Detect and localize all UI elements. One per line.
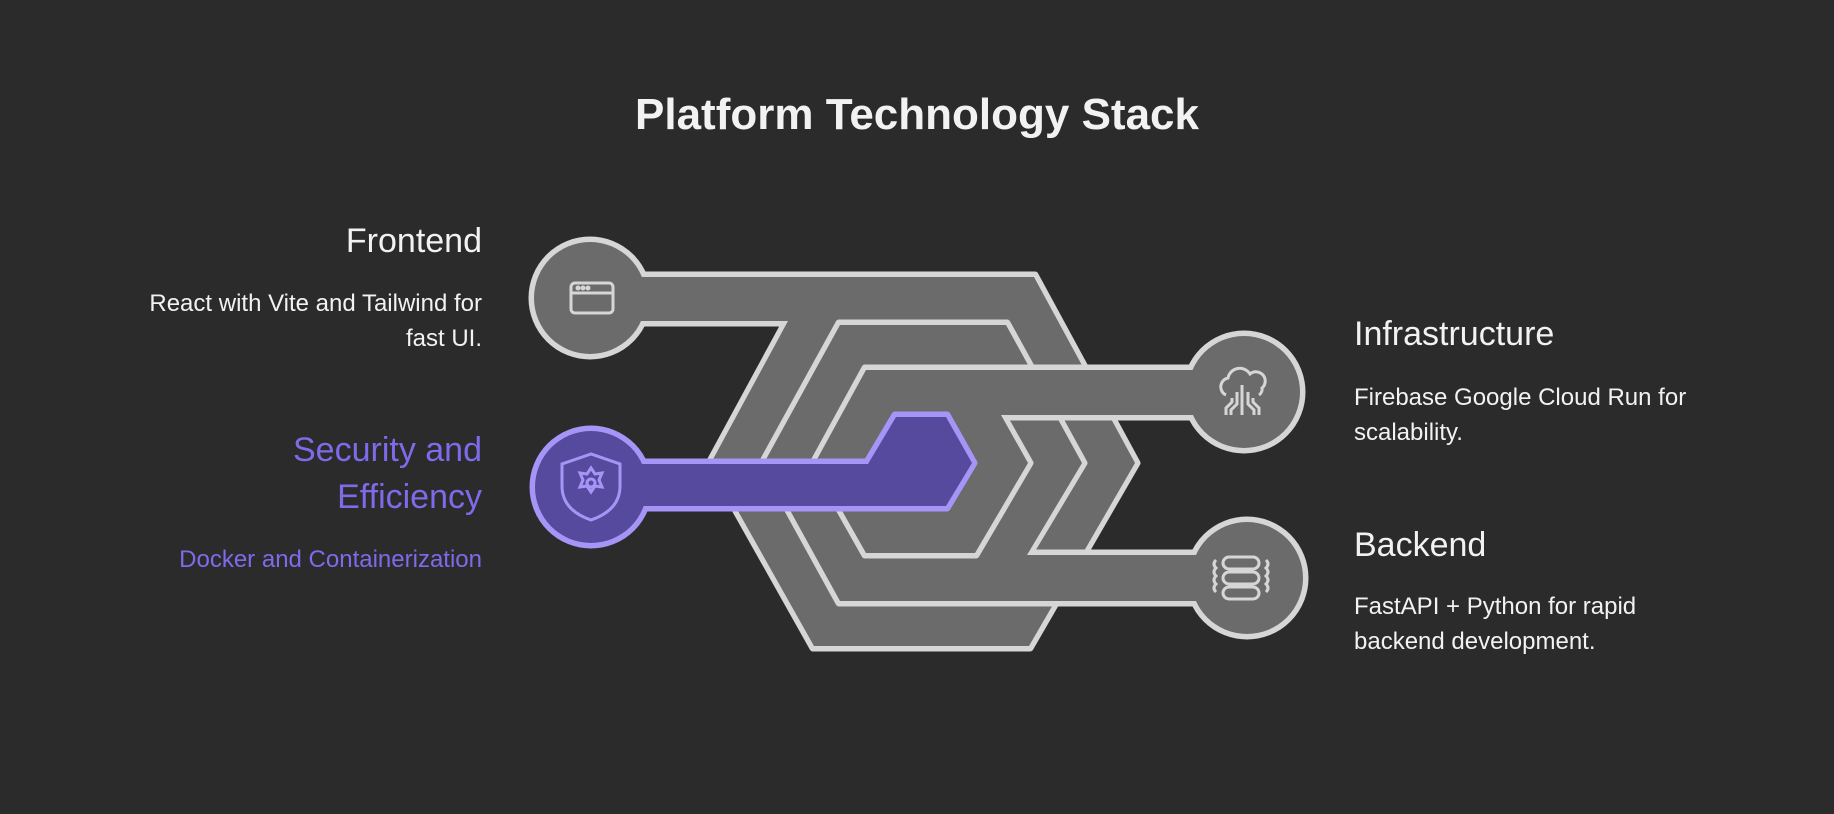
shield-gear-icon (560, 452, 622, 522)
server-stack-icon (1212, 555, 1270, 601)
frontend-label: Frontend (345, 222, 482, 260)
infrastructure-label: Infrastructure (1354, 315, 1555, 353)
security-strand[interactable] (529, 411, 978, 549)
page-title: Platform Technology Stack (635, 90, 1199, 139)
backend-description: FastAPI + Python for rapid backend devel… (1354, 593, 1637, 655)
security-label: Security and Efficiency (293, 431, 482, 516)
browser-window-icon (569, 281, 615, 315)
frontend-description: React with Vite and Tailwind for fast UI… (149, 290, 482, 352)
infrastructure-description: Firebase Google Cloud Run for scalabilit… (1354, 384, 1687, 446)
security-description: Docker and Containerization (179, 546, 482, 573)
cloud-circuit-icon (1219, 366, 1267, 415)
backend-label: Backend (1354, 526, 1487, 564)
